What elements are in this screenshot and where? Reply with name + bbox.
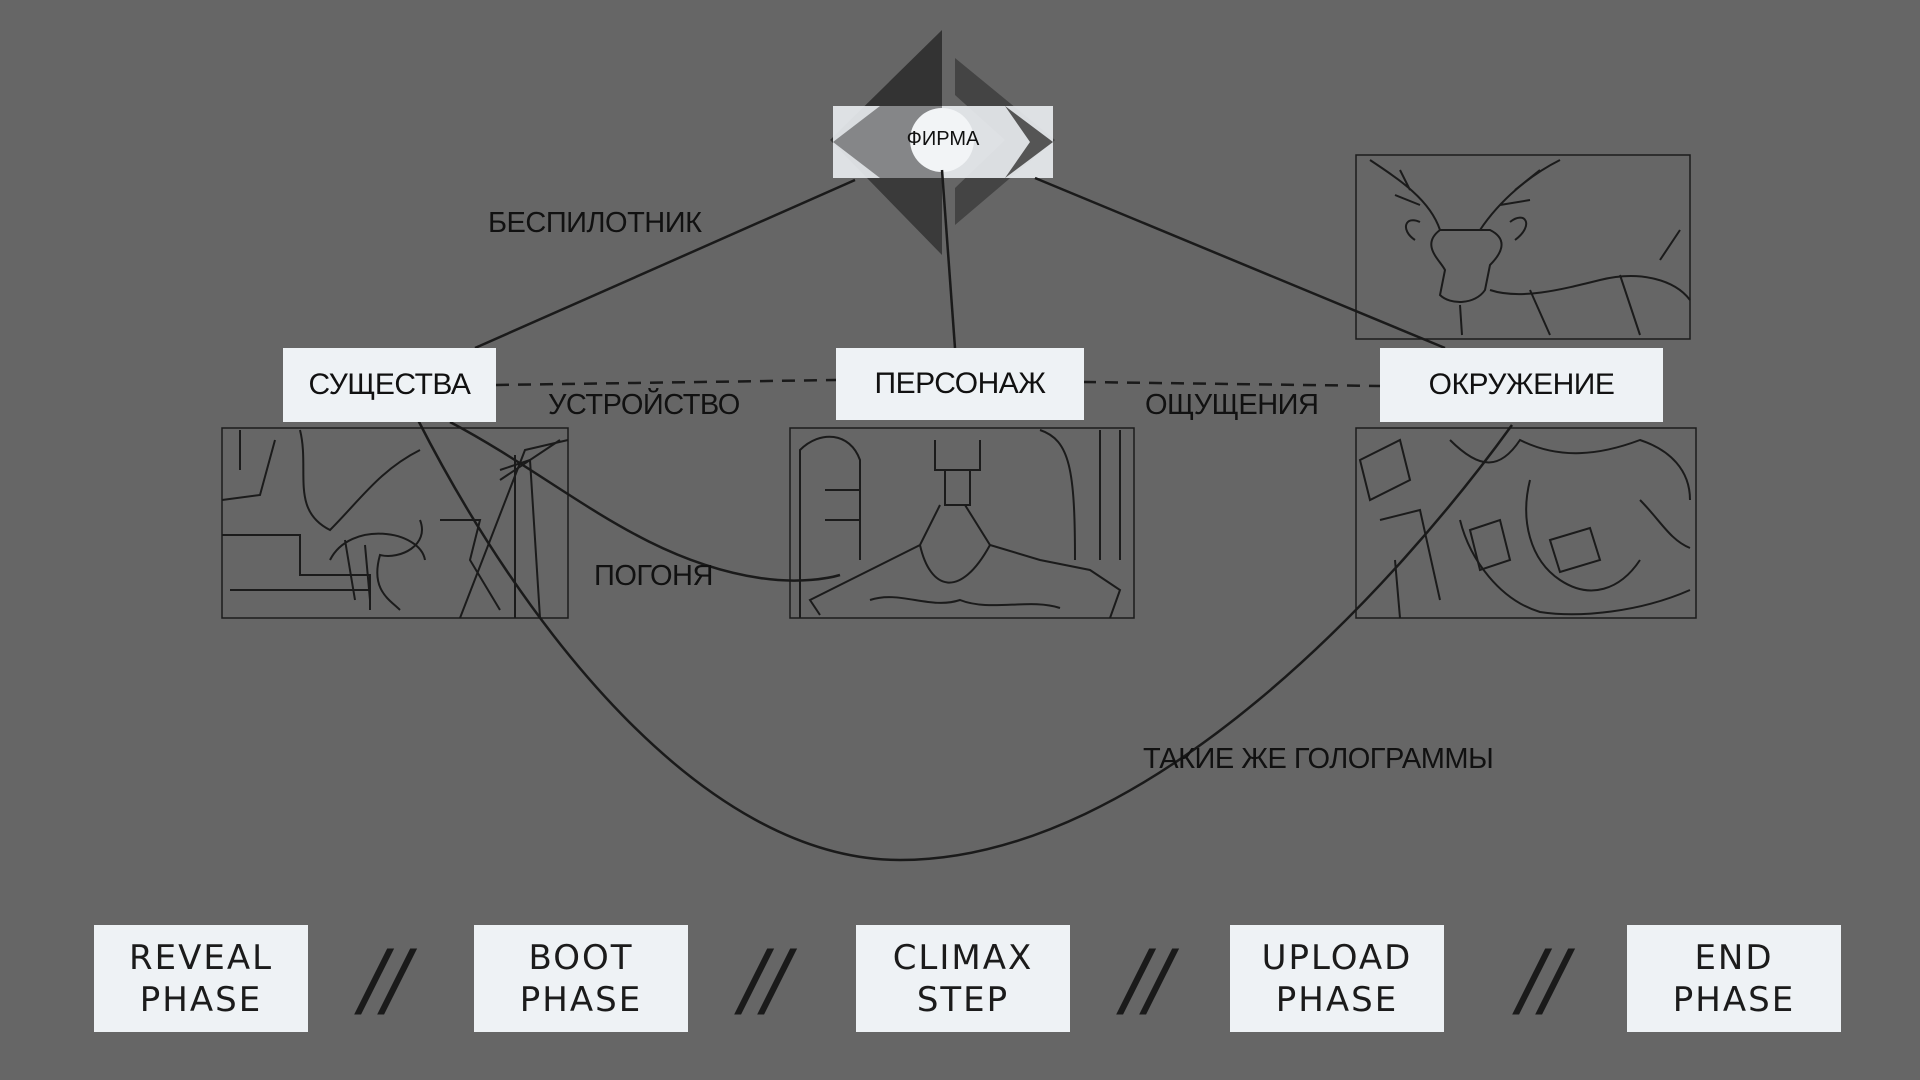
logo-circle	[910, 108, 974, 172]
phase-end: END PHASE	[1627, 925, 1841, 1032]
phase-upload: UPLOAD PHASE	[1230, 925, 1444, 1032]
sketch-line	[1449, 438, 1691, 501]
label-holograms: ТАКИЕ ЖЕ ГОЛОГРАММЫ	[1143, 743, 1494, 775]
edge-holograms	[416, 419, 1514, 862]
phase-line: PHASE	[1275, 979, 1399, 1020]
phase-reveal: REVEAL PHASE	[94, 925, 308, 1032]
phase-line: PHASE	[519, 979, 643, 1020]
phase-separator: //	[1122, 933, 1172, 1026]
sketch-line	[934, 440, 981, 506]
phase-line: PHASE	[139, 979, 263, 1020]
sketch-line	[1039, 429, 1121, 561]
connections	[416, 169, 1514, 862]
sketch-deer	[1355, 154, 1691, 340]
sketch-frame	[789, 427, 1135, 619]
phase-line: PHASE	[1672, 979, 1796, 1020]
phase-line: BOOT	[528, 937, 634, 978]
sketch-environment	[1355, 427, 1697, 619]
firm-logo	[830, 30, 1055, 255]
label-drone: БЕСПИЛОТНИК	[488, 207, 702, 239]
sketch-line	[230, 439, 561, 591]
sketch-line	[440, 519, 501, 611]
sketch-line	[1529, 229, 1681, 336]
phase-climax: CLIMAX STEP	[856, 925, 1070, 1032]
sketch-line	[1548, 526, 1602, 574]
sketch-line	[1479, 159, 1561, 231]
edge-firm-environment	[1034, 176, 1446, 350]
firm-label: ФИРМА	[906, 128, 980, 150]
label-device: УСТРОЙСТВО	[548, 389, 740, 421]
sketch-line	[1405, 216, 1528, 241]
phase-line: END	[1694, 937, 1774, 978]
sketch-line	[964, 504, 1122, 619]
edge-firm-character	[940, 169, 957, 349]
phase-line: STEP	[916, 979, 1010, 1020]
sketch-line	[499, 455, 541, 619]
node-character: ПЕРСОНАЖ	[836, 348, 1084, 420]
sketch-line	[1379, 508, 1441, 619]
sketch-frame	[1355, 154, 1691, 340]
label-chase: ПОГОНЯ	[594, 560, 713, 592]
sketch-line	[1639, 499, 1691, 549]
edge-chase	[449, 420, 841, 582]
phase-line: CLIMAX	[892, 937, 1034, 978]
edge-firm-creatures	[474, 178, 856, 350]
sketch-line	[799, 435, 861, 618]
sketch-line	[808, 504, 941, 616]
sketch-line	[825, 489, 861, 521]
sketch-line	[919, 544, 991, 584]
sketch-line	[376, 519, 423, 611]
node-environment: ОКРУЖЕНИЕ	[1380, 348, 1663, 422]
sketch-line	[1369, 159, 1441, 231]
sketch-frame	[1355, 427, 1697, 619]
sketch-line	[299, 429, 421, 532]
sketch-line	[1468, 518, 1512, 572]
sketch-line	[1459, 519, 1691, 616]
sketch-line	[222, 534, 371, 610]
sketch-creatures	[221, 427, 569, 619]
phase-line: REVEAL	[128, 937, 274, 978]
edge-device-dashed	[495, 378, 837, 387]
sketch-line	[221, 430, 276, 501]
sketch-frame	[221, 427, 569, 619]
sketch-line	[1430, 229, 1503, 303]
sketch-line	[1459, 275, 1691, 336]
sketch-line	[1358, 438, 1412, 502]
sketch-line	[1525, 479, 1641, 592]
logo-arrow-tip	[1005, 106, 1053, 178]
label-sensations: ОЩУЩЕНИЯ	[1145, 389, 1319, 421]
sketch-line	[869, 596, 1061, 609]
edge-sensations-dashed	[1082, 380, 1381, 388]
sketch-character	[789, 427, 1135, 619]
node-creatures: СУЩЕСТВА	[283, 348, 496, 422]
phase-line: UPLOAD	[1261, 937, 1413, 978]
phase-boot: BOOT PHASE	[474, 925, 688, 1032]
phase-separator: //	[1518, 933, 1568, 1026]
phase-separator: //	[360, 933, 410, 1026]
phase-separator: //	[740, 933, 790, 1026]
